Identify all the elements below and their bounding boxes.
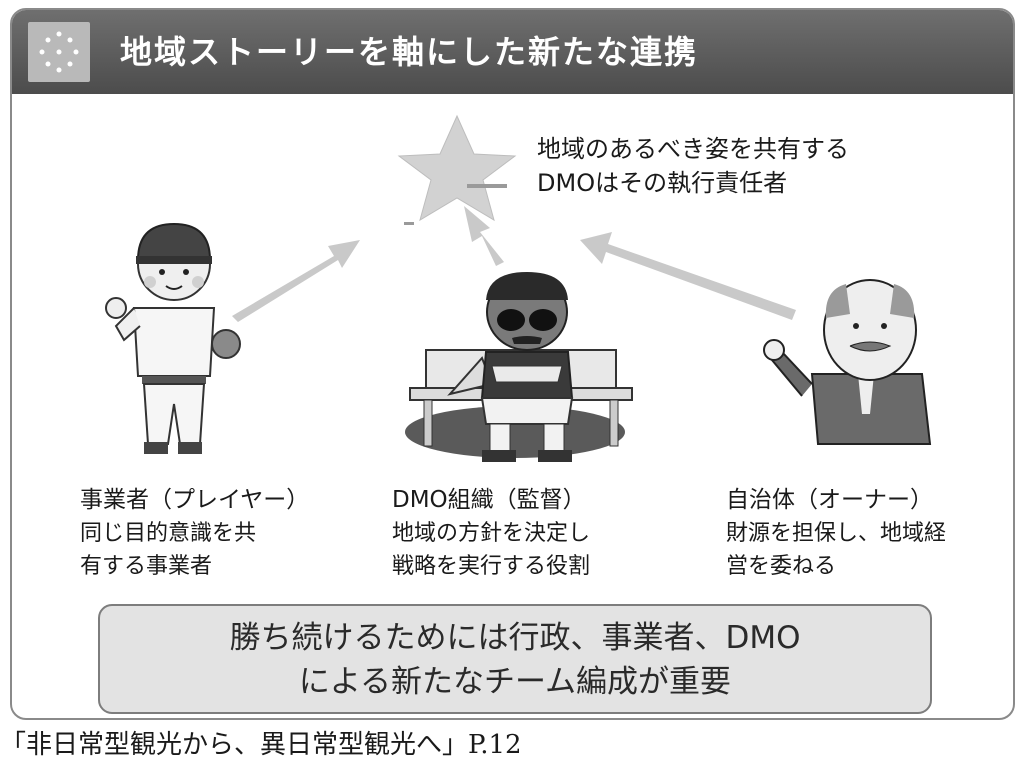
role-municipality: 自治体（オーナー） 財源を担保し、地域経 営を委ねる: [726, 484, 946, 583]
diagram-artwork: [105, 114, 932, 462]
star-icon: [397, 114, 517, 222]
role-title: 自治体（オーナー）: [726, 487, 933, 513]
coach-figure: [405, 272, 633, 462]
star-mark-dash: [404, 222, 414, 225]
star-caption: 地域のあるべき姿を共有する DMOはその執行責任者: [537, 132, 849, 200]
role-desc-line2: 有する事業者: [80, 554, 213, 579]
page-title: 地域ストーリーを軸にした新たな連携: [120, 33, 699, 71]
role-player: 事業者（プレイヤー） 同じ目的意識を共 有する事業者: [80, 484, 309, 583]
key-message-line2: による新たなチーム編成が重要: [298, 664, 732, 700]
star-caption-line2: DMOはその執行責任者: [537, 169, 788, 197]
role-title: 事業者（プレイヤー）: [80, 487, 310, 513]
player-figure: [105, 222, 241, 454]
title-bar: 地域ストーリーを軸にした新たな連携: [12, 10, 1013, 94]
role-title: DMO組織（監督）: [392, 487, 586, 513]
key-message-box: 勝ち続けるためには行政、事業者、DMO による新たなチーム編成が重要: [98, 604, 932, 714]
diagram-frame: 地域ストーリーを軸にした新たな連携: [10, 8, 1015, 720]
star-mark-line: [467, 184, 507, 188]
role-desc-line1: 地域の方針を決定し: [392, 521, 591, 546]
role-dmo: DMO組織（監督） 地域の方針を決定し 戦略を実行する役割: [392, 484, 590, 583]
grid-dots-icon: [28, 22, 90, 82]
role-desc-line2: 営を委ねる: [726, 554, 837, 579]
key-message-line1: 勝ち続けるためには行政、事業者、DMO: [229, 620, 801, 656]
role-desc-line1: 同じ目的意識を共: [80, 521, 257, 546]
owner-figure: [763, 279, 932, 445]
arrow-icon: [232, 206, 796, 322]
source-citation: 「非日常型観光から、異日常型観光へ」P.12: [0, 730, 522, 760]
star-caption-line1: 地域のあるべき姿を共有する: [537, 135, 849, 163]
diagram-stage: 地域のあるべき姿を共有する DMOはその執行責任者 事業者（プレイヤー） 同じ目…: [12, 94, 1013, 718]
role-desc-line2: 戦略を実行する役割: [392, 554, 591, 579]
role-desc-line1: 財源を担保し、地域経: [726, 521, 947, 546]
